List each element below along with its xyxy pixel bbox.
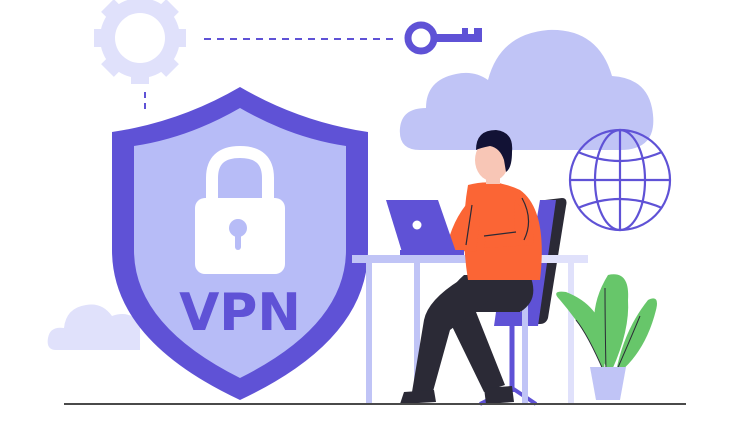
- small-cloud-icon: [47, 304, 140, 350]
- large-cloud-icon: [399, 29, 654, 151]
- vpn-label: VPN: [179, 283, 301, 343]
- person-at-desk: [400, 130, 542, 404]
- globe-icon: [568, 128, 672, 232]
- key-icon: [404, 21, 482, 55]
- laptop-icon: [386, 200, 464, 255]
- vpn-shield-icon: VPN: [112, 87, 368, 400]
- plant-icon: [556, 274, 657, 400]
- gear-icon: [94, 0, 186, 84]
- lock-icon: [195, 145, 285, 274]
